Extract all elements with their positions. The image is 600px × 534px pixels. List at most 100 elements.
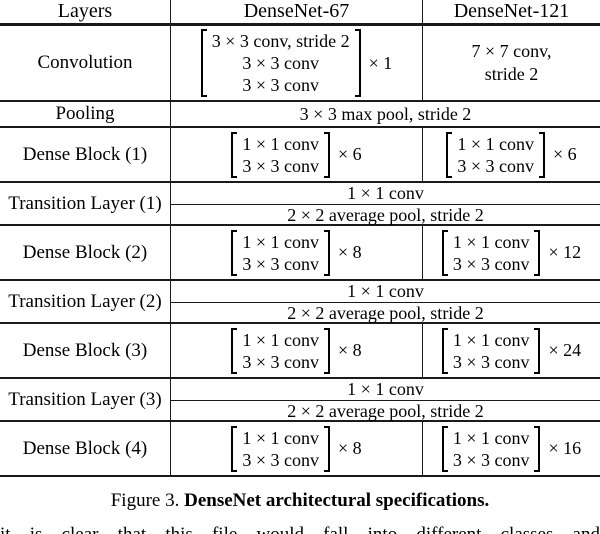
matrix-line: 1 × 1 conv <box>242 427 319 448</box>
matrix-multiplier: × 24 <box>548 340 582 360</box>
row-dense-block-2: Dense Block (2) 1 × 1 conv 3 × 3 conv × … <box>0 226 600 279</box>
section-rule <box>0 377 600 379</box>
matrix-line: 1 × 1 conv <box>452 427 530 448</box>
matrix-line: 3 × 3 conv, stride 2 <box>211 31 350 51</box>
bracket-right-icon <box>538 131 545 178</box>
word: is <box>30 523 43 534</box>
row-convolution: Convolution 3 × 3 conv, stride 2 3 × 3 c… <box>0 26 600 100</box>
matrix-line: 3 × 3 conv <box>242 449 319 470</box>
matrix-line: 1 × 1 conv <box>242 133 319 154</box>
cell-dense1-d121: 1 × 1 conv 3 × 3 conv × 6 <box>422 128 600 181</box>
word: would <box>256 523 304 534</box>
densenet-spec-table: Layers DenseNet-67 DenseNet-121 Convolut… <box>0 0 600 477</box>
bracket-right-icon <box>323 425 330 472</box>
bracket-right-icon <box>323 229 330 276</box>
cell-convolution-d67: 3 × 3 conv, stride 2 3 × 3 conv 3 × 3 co… <box>170 26 422 100</box>
transition-pool: 2 × 2 average pool, stride 2 <box>171 400 600 422</box>
cell-dense1-d67: 1 × 1 conv 3 × 3 conv × 6 <box>170 128 422 181</box>
cell-transition3-span: 1 × 1 conv 2 × 2 average pool, stride 2 <box>170 379 600 422</box>
row-dense-block-3: Dense Block (3) 1 × 1 conv 3 × 3 conv × … <box>0 324 600 377</box>
matrix: 1 × 1 conv 3 × 3 conv <box>231 131 330 178</box>
word: that <box>118 523 147 534</box>
matrix-line: 3 × 3 conv <box>242 351 319 372</box>
cell-line: 7 × 7 conv, <box>471 41 552 61</box>
row-pooling: Pooling 3 × 3 max pool, stride 2 <box>0 102 600 126</box>
cell-dense4-d67: 1 × 1 conv 3 × 3 conv × 8 <box>170 422 422 475</box>
figure-caption: Figure 3. DenseNet architectural specifi… <box>0 490 600 512</box>
word: clear <box>62 523 99 534</box>
matrix-line: 3 × 3 conv <box>452 351 530 372</box>
matrix-line: 1 × 1 conv <box>452 329 530 350</box>
matrix-lines: 1 × 1 conv 3 × 3 conv <box>448 328 535 374</box>
cell-dense4-d121: 1 × 1 conv 3 × 3 conv × 16 <box>422 422 600 475</box>
matrix-lines: 1 × 1 conv 3 × 3 conv <box>448 230 535 276</box>
cell-dense2-d121: 1 × 1 conv 3 × 3 conv × 12 <box>422 226 600 279</box>
cell-pooling-span: 3 × 3 max pool, stride 2 <box>170 102 600 126</box>
matrix-multiplier: × 16 <box>548 438 582 458</box>
row-transition-1: Transition Layer (1) 1 × 1 conv 2 × 2 av… <box>0 183 600 225</box>
matrix-line: 3 × 3 conv <box>452 253 530 274</box>
matrix-line: 3 × 3 conv <box>242 253 319 274</box>
cell-dense3-d121: 1 × 1 conv 3 × 3 conv × 24 <box>422 324 600 377</box>
matrix-line: 1 × 1 conv <box>457 133 534 154</box>
matrix: 3 × 3 conv, stride 2 3 × 3 conv 3 × 3 co… <box>200 29 361 97</box>
matrix-multiplier: × 1 <box>368 52 393 73</box>
transition-pool: 2 × 2 average pool, stride 2 <box>171 302 600 324</box>
cell-convolution-d121: 7 × 7 conv, stride 2 <box>422 26 600 100</box>
cell-dense3-d67: 1 × 1 conv 3 × 3 conv × 8 <box>170 324 422 377</box>
col-header-densenet67: DenseNet-67 <box>170 0 422 23</box>
matrix: 1 × 1 conv 3 × 3 conv <box>231 229 330 276</box>
bracket-left-icon <box>441 425 448 472</box>
row-label: Transition Layer (2) <box>8 290 162 312</box>
col-header-densenet121: DenseNet-121 <box>422 0 600 23</box>
cell-line: stride 2 <box>484 64 539 84</box>
bracket-left-icon <box>231 327 238 374</box>
matrix-line: 1 × 1 conv <box>452 231 530 252</box>
word: fall <box>323 523 348 534</box>
matrix-line: 3 × 3 conv <box>242 155 319 176</box>
figure-caption-number: Figure 3. <box>110 490 180 511</box>
row-label: Transition Layer (3) <box>8 388 162 410</box>
matrix-line: 3 × 3 conv <box>457 155 534 176</box>
bracket-left-icon <box>231 425 238 472</box>
bracket-right-icon <box>323 131 330 178</box>
matrix-line: 1 × 1 conv <box>242 231 319 252</box>
row-dense-block-4: Dense Block (4) 1 × 1 conv 3 × 3 conv × … <box>0 422 600 475</box>
matrix-multiplier: × 12 <box>548 242 582 262</box>
matrix-lines: 1 × 1 conv 3 × 3 conv <box>237 132 324 178</box>
bracket-right-icon <box>534 327 541 374</box>
table-header-row: Layers DenseNet-67 DenseNet-121 <box>0 0 600 23</box>
matrix: 1 × 1 conv 3 × 3 conv <box>231 425 330 472</box>
matrix: 1 × 1 conv 3 × 3 conv <box>441 425 541 472</box>
figure-caption-title: DenseNet architectural specifications. <box>184 490 490 511</box>
word: file <box>212 523 237 534</box>
col-header-layers: Layers <box>57 0 113 22</box>
row-label: Dense Block (3) <box>22 339 148 361</box>
bracket-right-icon <box>354 29 361 97</box>
bracket-left-icon <box>441 229 448 276</box>
rule-below-header <box>0 23 600 26</box>
matrix-multiplier: × 8 <box>337 340 362 360</box>
matrix-line: 3 × 3 conv <box>242 53 319 73</box>
matrix-line: 3 × 3 conv <box>242 75 319 95</box>
bracket-left-icon <box>446 131 453 178</box>
matrix: 1 × 1 conv 3 × 3 conv <box>446 131 545 178</box>
word: different <box>416 523 481 534</box>
row-label: Dense Block (2) <box>22 241 148 263</box>
bracket-right-icon <box>323 327 330 374</box>
transition-conv: 1 × 1 conv <box>347 281 424 301</box>
matrix-multiplier: × 8 <box>337 242 362 262</box>
cell-dense2-d67: 1 × 1 conv 3 × 3 conv × 8 <box>170 226 422 279</box>
transition-conv: 1 × 1 conv <box>347 183 424 203</box>
bracket-left-icon <box>441 327 448 374</box>
cell-transition1-span: 1 × 1 conv 2 × 2 average pool, stride 2 <box>170 183 600 225</box>
word: and <box>573 523 600 534</box>
transition-conv: 1 × 1 conv <box>347 379 424 399</box>
bracket-left-icon <box>200 29 207 97</box>
section-rule <box>0 100 600 102</box>
bracket-left-icon <box>231 131 238 178</box>
matrix-line: 3 × 3 conv <box>452 449 530 470</box>
word: into <box>368 523 398 534</box>
word: classes <box>501 523 554 534</box>
